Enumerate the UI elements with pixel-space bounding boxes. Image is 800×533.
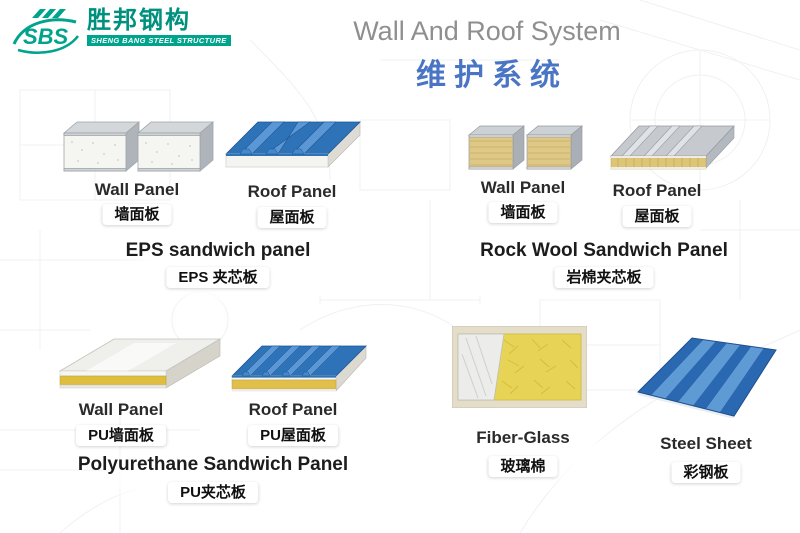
pu-roof-panel-image	[226, 336, 371, 396]
company-name-chinese: 胜邦钢构	[87, 7, 191, 34]
pu-wall-label-zh: PU墙面板	[76, 425, 166, 446]
rockwool-section-title-zh: 岩棉夹芯板	[554, 267, 654, 288]
rockwool-roof-label-en: Roof Panel	[612, 181, 702, 200]
page-title-english: Wall And Roof System	[353, 16, 621, 46]
company-name-english: SHENG BANG STEEL STRUCTURE	[87, 35, 231, 47]
pu-wall-panel-image	[56, 333, 224, 393]
steel-sheet-label-zh: 彩钢板	[671, 462, 741, 483]
pu-roof-label-en: Roof Panel	[248, 400, 338, 419]
page-title-chinese: 维护系统	[416, 59, 568, 92]
steel-sheet-image	[634, 330, 779, 418]
rockwool-wall-panel-image	[466, 122, 584, 174]
rockwool-roof-panel-image	[606, 116, 738, 174]
rockwool-wall-label-en: Wall Panel	[480, 178, 566, 197]
pu-wall-label-en: Wall Panel	[78, 400, 164, 419]
pu-section-title-en: Polyurethane Sandwich Panel	[77, 454, 349, 475]
rockwool-roof-label-zh: 屋面板	[622, 206, 692, 227]
pu-section-title-zh: PU夹芯板	[168, 482, 258, 503]
eps-wall-label-zh: 墙面板	[102, 204, 172, 225]
eps-wall-label-en: Wall Panel	[94, 180, 180, 199]
sbs-logo-text: SBS	[23, 24, 69, 49]
eps-section-title-zh: EPS 夹芯板	[166, 267, 270, 288]
rockwool-section-title-en: Rock Wool Sandwich Panel	[480, 240, 728, 261]
company-logo: SBS 胜邦钢构 SHENG BANG STEEL STRUCTURE	[10, 8, 231, 56]
fiberglass-label-en: Fiber-Glass	[476, 428, 570, 447]
pu-roof-label-zh: PU屋面板	[248, 425, 338, 446]
background-blob	[130, 230, 330, 300]
fiberglass-label-zh: 玻璃棉	[488, 456, 558, 477]
eps-roof-label-en: Roof Panel	[247, 182, 337, 201]
eps-section-title-en: EPS sandwich panel	[125, 240, 311, 261]
eps-roof-label-zh: 屋面板	[257, 207, 327, 228]
fiberglass-image	[452, 326, 587, 408]
sbs-logo-icon: SBS	[12, 9, 79, 54]
eps-roof-panel-image	[220, 110, 365, 175]
steel-sheet-label-en: Steel Sheet	[660, 434, 752, 453]
eps-wall-panel-image	[60, 116, 216, 176]
rockwool-wall-label-zh: 墙面板	[488, 202, 558, 223]
